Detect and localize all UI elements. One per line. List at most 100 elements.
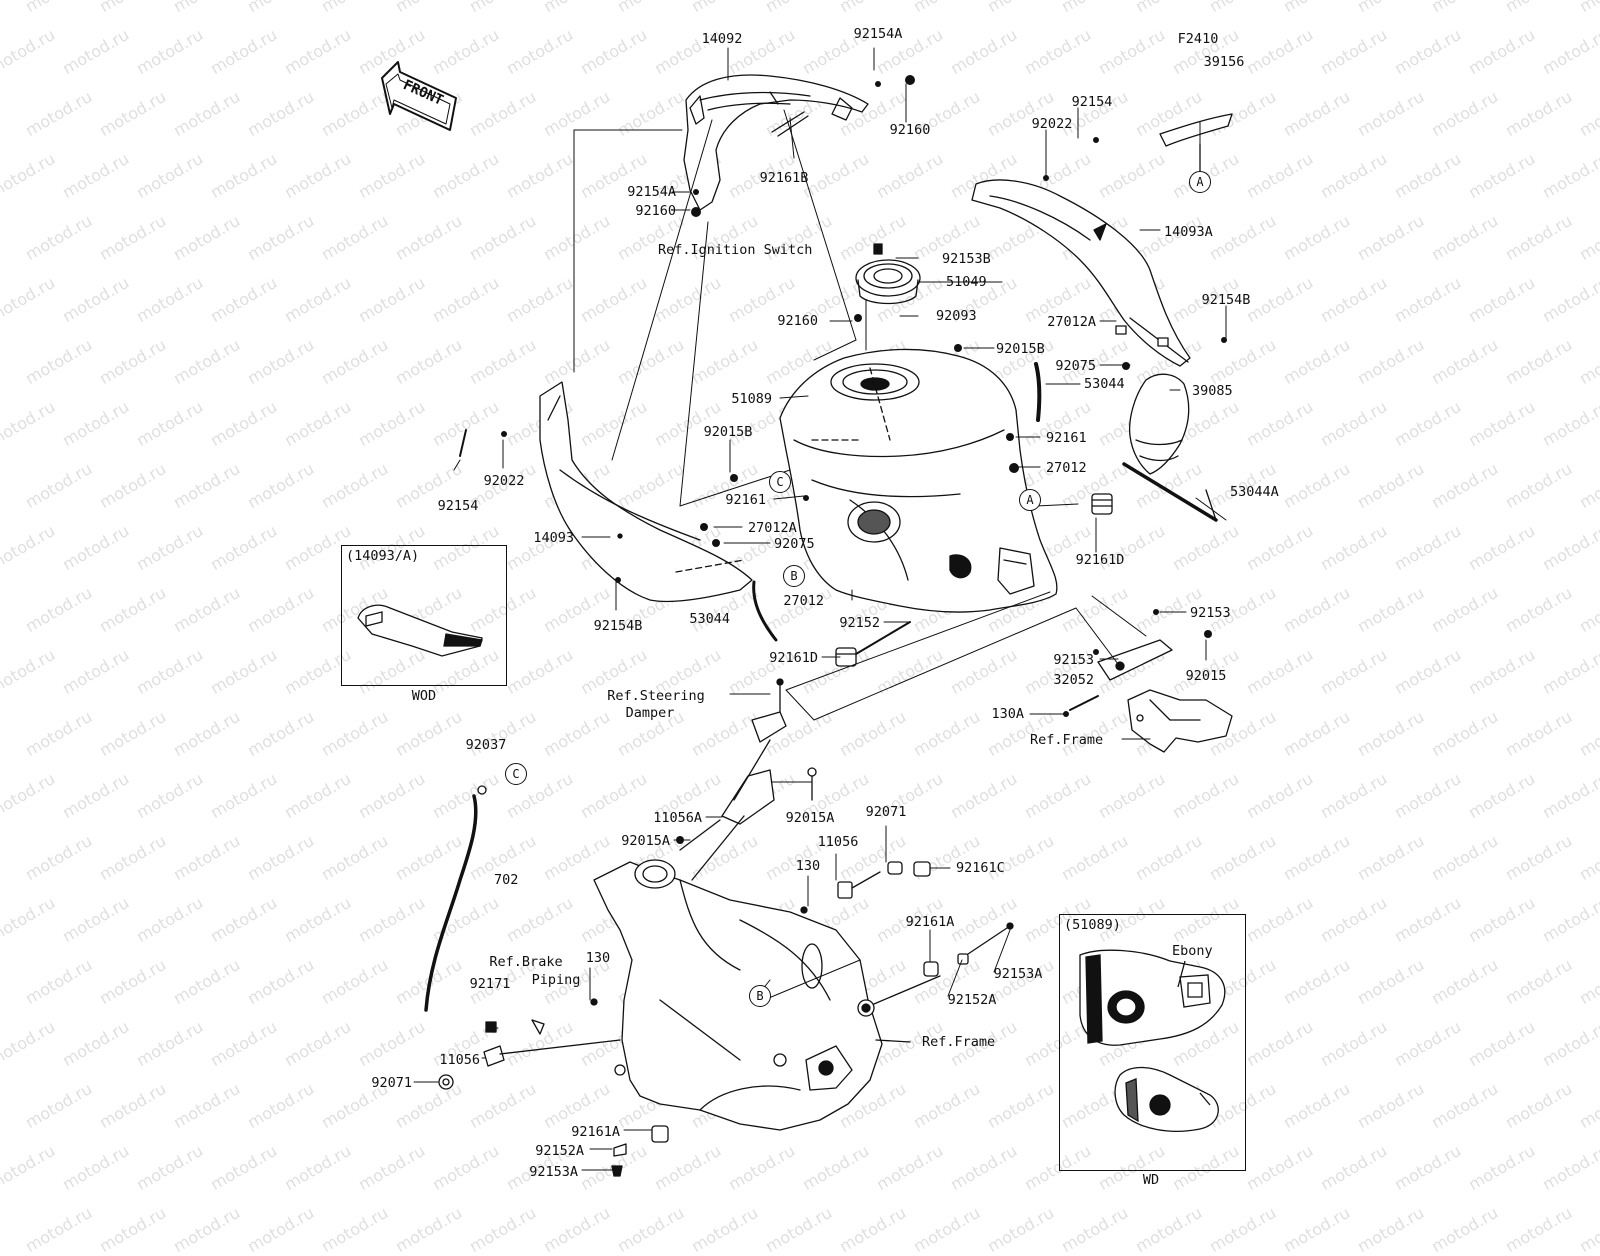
emblem-39156 xyxy=(1159,113,1233,147)
label-53044-left: 53044 xyxy=(689,611,730,627)
watermark-text: motod.ru xyxy=(984,1202,1058,1256)
fasteners xyxy=(501,75,1227,844)
label-27012A-right: 27012A xyxy=(1047,314,1096,330)
diagram-drawing xyxy=(381,47,1233,1177)
label-92154A-left: 92154A xyxy=(627,184,676,200)
watermark-text: motod.ru xyxy=(1280,1202,1354,1256)
label-92154A-top: 92154A xyxy=(853,26,903,42)
side-cover-14093A xyxy=(971,179,1191,367)
inset-wd-title: (51089) xyxy=(1064,917,1121,933)
label-92071-bottom: 92071 xyxy=(371,1075,412,1091)
label-92015A-right: 92015A xyxy=(785,810,835,826)
label-92015B-left: 92015B xyxy=(703,424,753,440)
callout-a-top: A xyxy=(1189,171,1211,193)
label-130A: 130A xyxy=(991,706,1024,722)
label-92152A-bottom: 92152A xyxy=(535,1143,584,1159)
label-53044-right: 53044 xyxy=(1084,376,1125,392)
screw-92154 xyxy=(459,429,467,457)
label-92071-top: 92071 xyxy=(865,804,907,820)
label-27012-bottom: 27012 xyxy=(783,593,824,609)
label-ref-ignition-switch: Ref.Ignition Switch xyxy=(658,242,813,258)
label-ref-brake: Ref.Brake xyxy=(489,954,563,970)
watermark-text: motod.ru xyxy=(1058,1202,1132,1256)
label-92153B: 92153B xyxy=(942,251,991,267)
watermark-text: motod.ru xyxy=(762,1202,836,1256)
label-27012A-left: 27012A xyxy=(748,520,797,536)
hardware-lower-left xyxy=(438,998,669,1177)
pad-39085 xyxy=(1128,373,1190,475)
label-ref-frame-right: Ref.Frame xyxy=(1030,732,1104,748)
steering-damper-ref xyxy=(691,678,817,881)
label-ref-steering-damper: Damper xyxy=(625,705,675,721)
watermark-text: motod.ru xyxy=(1354,1202,1428,1256)
label-ref-frame-bottom: Ref.Frame xyxy=(922,1034,996,1050)
callout-c-tank: C xyxy=(769,471,791,493)
label-92161-left: 92161 xyxy=(725,492,766,508)
label-11056-top: 11056 xyxy=(817,834,859,850)
label-92015: 92015 xyxy=(1185,668,1227,684)
label-130-top: 130 xyxy=(795,858,821,874)
watermark-text: motod.ru xyxy=(1502,1202,1576,1256)
upper-cowl-14092 xyxy=(683,74,869,211)
label-92152A-right: 92152A xyxy=(947,992,997,1008)
inset-wod: (14093/A) xyxy=(341,545,507,686)
front-arrow-icon xyxy=(381,61,457,131)
label-92161D-left: 92161D xyxy=(769,650,818,666)
label-92161A-bottom: 92161A xyxy=(571,1124,620,1140)
label-92160-mid: 92160 xyxy=(777,313,818,329)
watermark-text: motod.ru xyxy=(392,1202,466,1256)
label-39156: 39156 xyxy=(1203,54,1245,70)
label-92161B: 92161B xyxy=(759,170,809,186)
guide-lines xyxy=(573,109,1147,721)
label-51049: 51049 xyxy=(946,274,987,290)
callout-a-tank: A xyxy=(1019,489,1041,511)
label-92015B-right: 92015B xyxy=(996,341,1045,357)
label-702: 702 xyxy=(494,872,519,888)
label-92160-top: 92160 xyxy=(889,122,931,138)
inset-wod-drawing xyxy=(357,604,483,657)
frame-ref-right xyxy=(1127,689,1233,753)
leader-lines xyxy=(413,47,1227,1171)
callout-c-hose: C xyxy=(505,763,527,785)
watermark-text: motod.ru xyxy=(1428,1202,1502,1256)
label-92093: 92093 xyxy=(936,308,977,324)
fuel-tank-51089 xyxy=(779,348,1058,613)
label-14093A: 14093A xyxy=(1164,224,1213,240)
label-11056-bottom: 11056 xyxy=(439,1052,480,1068)
label-92154B-left: 92154B xyxy=(593,618,643,634)
pin-92152 xyxy=(855,621,911,655)
inset-wd-caption: WD xyxy=(1142,1172,1160,1188)
watermark-text: motod.ru xyxy=(688,1202,762,1256)
label-92075-right: 92075 xyxy=(1055,358,1096,374)
label-92171: 92171 xyxy=(469,976,511,992)
label-92152: 92152 xyxy=(839,615,880,631)
watermark-text: motod.ru xyxy=(614,1202,688,1256)
label-92022-left: 92022 xyxy=(483,473,525,489)
inset-wd-note: Ebony xyxy=(1172,943,1213,959)
label-14093: 14093 xyxy=(533,530,574,546)
hose-702 xyxy=(424,794,478,1012)
label-92015A-left: 92015A xyxy=(621,833,670,849)
label-92153A-right: 92153A xyxy=(993,966,1043,982)
watermark-text: motod.ru xyxy=(1132,1202,1206,1256)
hose-53044-left xyxy=(752,580,778,642)
label-14092: 14092 xyxy=(701,31,743,47)
label-92153-a: 92153 xyxy=(1190,605,1231,621)
label-92161C: 92161C xyxy=(956,860,1005,876)
label-92154-right: 92154 xyxy=(1071,94,1113,110)
callout-b-frame: B xyxy=(749,985,771,1007)
label-92153A-bottom: 92153A xyxy=(529,1164,578,1180)
label-53044A: 53044A xyxy=(1230,484,1279,500)
hardware-right xyxy=(800,861,1014,977)
label-92154-left: 92154 xyxy=(437,498,479,514)
inset-wd: (51089) Ebony xyxy=(1059,914,1246,1171)
label-92161A-right: 92161A xyxy=(905,914,955,930)
watermark-text: motod.ru xyxy=(836,1202,910,1256)
label-92154B-right: 92154B xyxy=(1201,292,1251,308)
watermark-text: motod.ru xyxy=(910,1202,984,1256)
hose-53044-right xyxy=(1034,362,1042,422)
watermark-text: motod.ru xyxy=(170,1202,244,1256)
inset-wod-caption: WOD xyxy=(411,688,437,704)
label-92161-right: 92161 xyxy=(1046,430,1087,446)
label-51089: 51089 xyxy=(731,391,772,407)
